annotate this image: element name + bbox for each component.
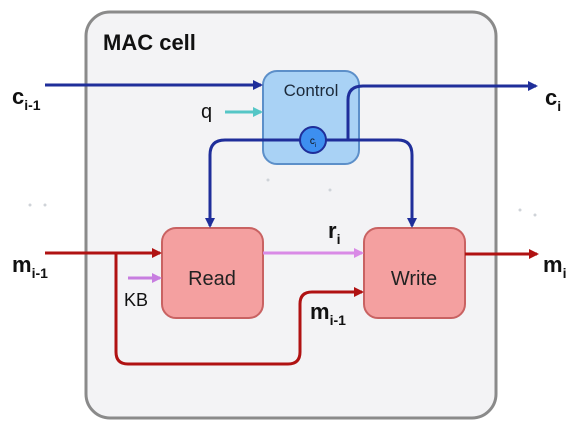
prev-memory-label: mi-1 <box>310 299 346 328</box>
m-prev-bypass-arrow <box>114 253 364 366</box>
read-result-label: ri <box>328 218 340 247</box>
control-state-label: ci <box>310 136 316 149</box>
control-state-node <box>299 126 327 154</box>
kb-label: KB <box>124 290 148 310</box>
c-out-label: ci <box>545 85 561 114</box>
m-out-label: mi <box>543 252 566 281</box>
control-label: Control <box>284 81 339 100</box>
question-label: q <box>201 101 212 123</box>
read-unit <box>161 227 264 319</box>
write-label: Write <box>391 268 437 290</box>
control-to-write-arrow <box>324 138 417 228</box>
c-prev-label: ci-1 <box>12 84 41 113</box>
dotted-guides <box>28 178 537 217</box>
m-prev-label: mi-1 <box>12 252 48 281</box>
control-to-read-arrow <box>205 138 301 228</box>
c-out-arrow <box>346 81 538 140</box>
read-label: Read <box>188 268 236 290</box>
write-unit <box>363 227 466 319</box>
cell-title: MAC cell <box>103 30 196 55</box>
